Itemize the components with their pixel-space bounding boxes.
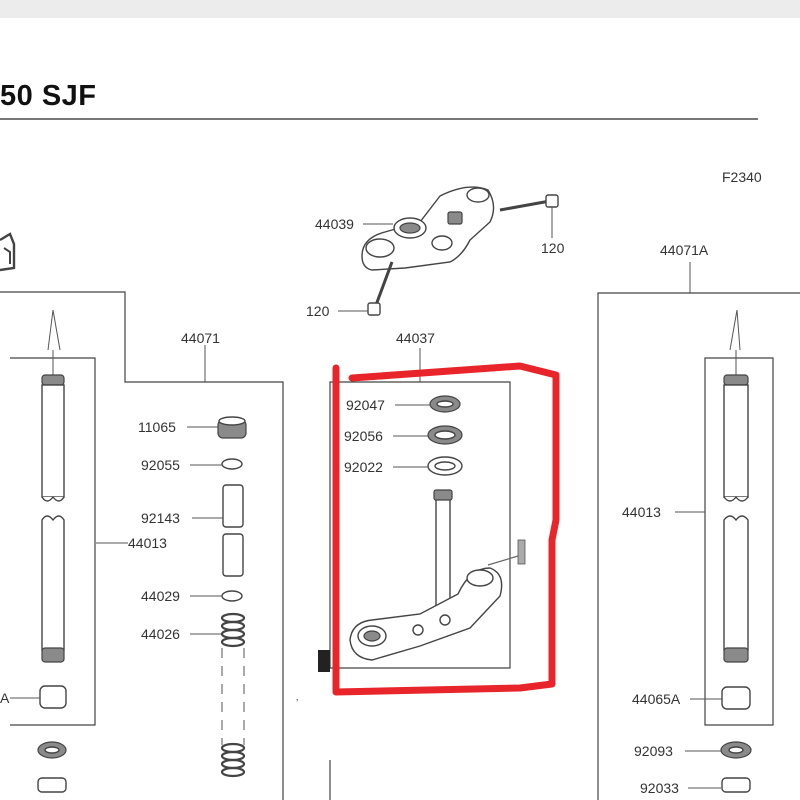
top-bolt-left	[367, 261, 394, 316]
label-11065: 11065	[138, 419, 176, 435]
stray-mark: ‚	[296, 692, 298, 703]
label-120-right: 120	[541, 240, 565, 256]
fork-collar	[222, 484, 244, 577]
right-inner-tube	[723, 309, 749, 663]
stem-seal-92056	[427, 425, 463, 445]
label-92022: 92022	[344, 459, 383, 475]
steering-stem-lower-bracket	[318, 489, 526, 672]
label-44071A: 44071A	[660, 242, 709, 258]
right-fork-frame	[597, 262, 800, 800]
parts-diagram-page	[0, 18, 800, 800]
label-44071: 44071	[181, 330, 220, 346]
label-92056: 92056	[344, 428, 383, 444]
left-inner-tube	[41, 309, 65, 663]
label-left-partial-a: A	[0, 690, 10, 706]
fork-spring	[220, 612, 246, 778]
label-92047: 92047	[346, 397, 385, 413]
stem-seal-92047	[429, 395, 461, 413]
right-oil-seal	[720, 741, 752, 793]
figure-code: F2340	[722, 169, 762, 185]
stem-seal-92022	[427, 456, 463, 476]
title-divider	[0, 118, 758, 120]
label-44065A: 44065A	[632, 691, 681, 707]
left-piston	[10, 685, 67, 709]
fork-oring	[221, 458, 243, 470]
label-92033-partial: 92033	[640, 780, 679, 796]
fork-cap	[217, 416, 247, 439]
label-44029: 44029	[141, 588, 180, 604]
spring-seat	[221, 590, 243, 602]
right-piston	[721, 686, 751, 710]
label-92093: 92093	[634, 743, 673, 759]
page-title: 50 SJF	[0, 80, 97, 112]
label-92143: 92143	[141, 510, 180, 526]
label-92055: 92055	[141, 457, 180, 473]
label-44039: 44039	[315, 216, 354, 232]
emblem-icon	[0, 232, 16, 272]
label-44037: 44037	[396, 330, 435, 346]
top-bracket	[361, 186, 495, 271]
label-44013-left: 44013	[128, 535, 167, 551]
label-44013-right: 44013	[622, 504, 661, 520]
top-bolt-right	[499, 194, 559, 238]
label-120-left: 120	[306, 303, 330, 319]
left-oil-seal	[37, 741, 67, 793]
highlight-outline	[332, 362, 560, 696]
label-44026: 44026	[141, 626, 180, 642]
